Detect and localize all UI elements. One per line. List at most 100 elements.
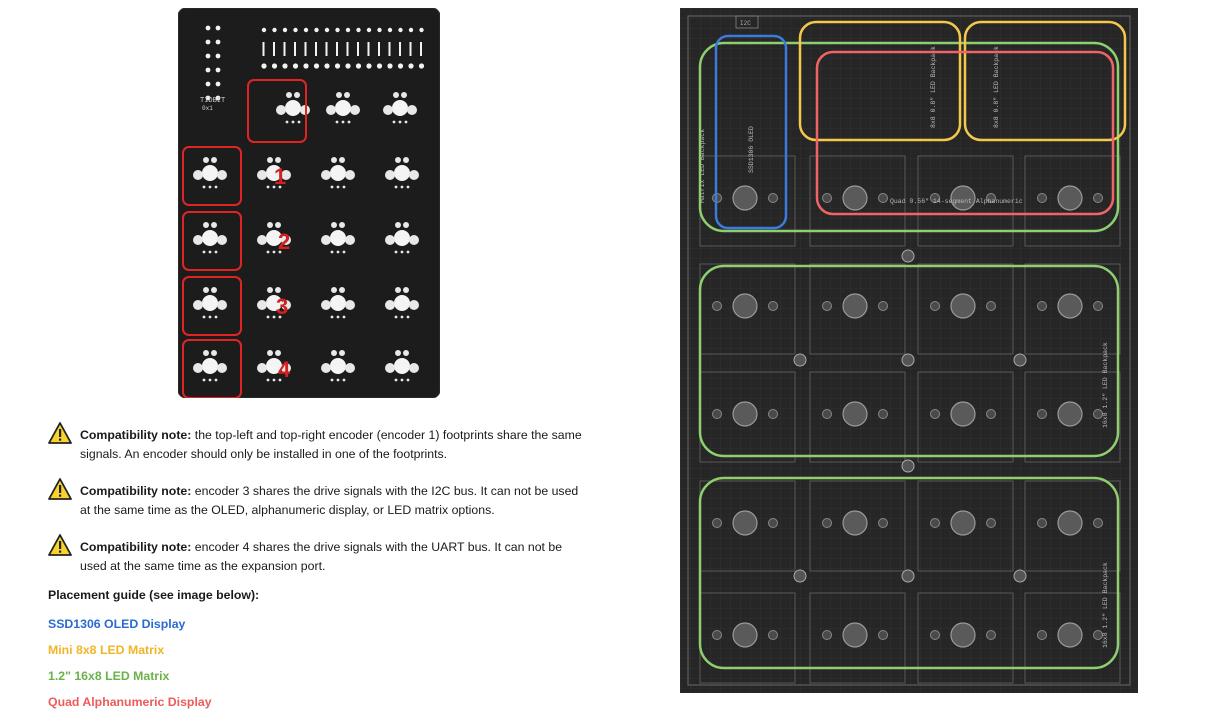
footprint-outline (917, 155, 1014, 247)
encoder-hole (330, 358, 346, 374)
header-pin (377, 27, 382, 33)
outline-quad-alpha (815, 50, 1115, 216)
footprint-pad (986, 630, 996, 640)
encoder-pin (272, 250, 276, 254)
footprint-pad (1093, 630, 1103, 640)
encoder-pin (400, 250, 404, 254)
encoder-pad (267, 157, 273, 163)
encoder-pad (385, 235, 395, 245)
encoder-pad (203, 350, 209, 356)
display-footprint (1024, 155, 1121, 247)
encoder-footprint (193, 157, 227, 189)
footprint-hole (842, 293, 868, 319)
footprint-pad (930, 193, 940, 203)
encoder-hole (285, 100, 301, 116)
footprint-outline (1024, 155, 1121, 247)
footprint-hole (842, 185, 868, 211)
encoder-pin (406, 250, 410, 254)
encoder-pad (345, 235, 355, 245)
encoder-pad (321, 363, 331, 373)
encoder-pad (211, 287, 217, 293)
encoder-footprint (321, 287, 355, 319)
encoder-pad (217, 170, 227, 180)
footprint-outline (1024, 480, 1121, 572)
header-pin (205, 53, 211, 59)
encoder-hole (330, 295, 346, 311)
footprint-hole (732, 401, 758, 427)
encoder-pin (336, 378, 340, 382)
header-pin (314, 27, 319, 33)
header-pin (324, 63, 330, 69)
mount-hole (901, 249, 915, 263)
encoder-pin (347, 120, 351, 124)
encoder-pad (321, 170, 331, 180)
encoder-pad (403, 287, 409, 293)
footprint-outline (917, 480, 1014, 572)
header-pin (261, 27, 267, 33)
encoder-hole (394, 230, 410, 246)
header-pin (282, 63, 288, 69)
warning-icon (48, 534, 72, 556)
header-pin-trace (262, 42, 265, 56)
encoder-pad (276, 105, 286, 115)
note-label: Compatibility note: (80, 428, 192, 442)
legend-mini-matrix: Mini 8x8 LED Matrix (48, 643, 165, 658)
encoder-pad (217, 235, 227, 245)
header-pin-trace (409, 42, 412, 56)
silk-mini-a: 8x8 0.8" LED Backpack (930, 46, 937, 128)
encoder-pin (272, 378, 276, 382)
silk-big-a: 16x8 1.2" LED Backpack (1102, 342, 1109, 428)
footprint-pad (822, 409, 832, 419)
encoder-number-1: 1 (274, 164, 286, 189)
placement-guide-title: Placement guide (see image below): (48, 588, 260, 602)
footprint-pad (822, 193, 832, 203)
mount-hole (901, 353, 915, 367)
outline-oled (714, 34, 788, 230)
legend-oled: SSD1306 OLED Display (48, 617, 186, 631)
encoder-pad (385, 170, 395, 180)
header-pin (205, 81, 211, 87)
encoder-pad (395, 350, 401, 356)
encoder-pad (403, 222, 409, 228)
encoder-pad (211, 222, 217, 228)
encoder-pad (403, 157, 409, 163)
encoder-pad (331, 222, 337, 228)
footprint-pad (768, 193, 778, 203)
encoder-hole (202, 165, 218, 181)
encoder-pin (278, 315, 282, 319)
encoder-pad (257, 170, 267, 180)
encoder-pad (257, 235, 267, 245)
footprint-pad (878, 518, 888, 528)
encoder-pin (342, 250, 346, 254)
footprint-outline (917, 263, 1014, 355)
footprint-pad (986, 409, 996, 419)
compatibility-notes: Compatibility note: the top-left and top… (48, 422, 588, 719)
encoder-pin (336, 315, 340, 319)
encoder-pad (203, 287, 209, 293)
header-pin (215, 53, 221, 59)
encoder-pin (406, 315, 410, 319)
note-text: encoder 4 shares the drive signals with … (80, 540, 563, 573)
encoder-footprint (193, 287, 227, 319)
encoder-hole (392, 100, 408, 116)
footprint-hole (950, 293, 976, 319)
encoder-pin (278, 250, 282, 254)
encoder-pad (403, 350, 409, 356)
pcb-brand-sub: 0x1 (202, 105, 213, 112)
footprint-hole (950, 510, 976, 536)
encoder-pad (267, 350, 273, 356)
display-footprint (809, 371, 906, 463)
encoder-hole (266, 358, 282, 374)
header-pin (261, 63, 267, 69)
encoder-pad (281, 235, 291, 245)
footprint-pad (1037, 301, 1047, 311)
silk-oled: SSD1306 OLED (748, 126, 755, 173)
footprint-hole (1057, 510, 1083, 536)
encoder-pin (406, 185, 410, 189)
pcb-brand: TIDBIT (200, 97, 225, 105)
header-pin (215, 67, 221, 73)
encoder-pin (342, 378, 346, 382)
encoder-pin (214, 378, 218, 382)
footprint-pad (768, 301, 778, 311)
encoder-pad (395, 222, 401, 228)
